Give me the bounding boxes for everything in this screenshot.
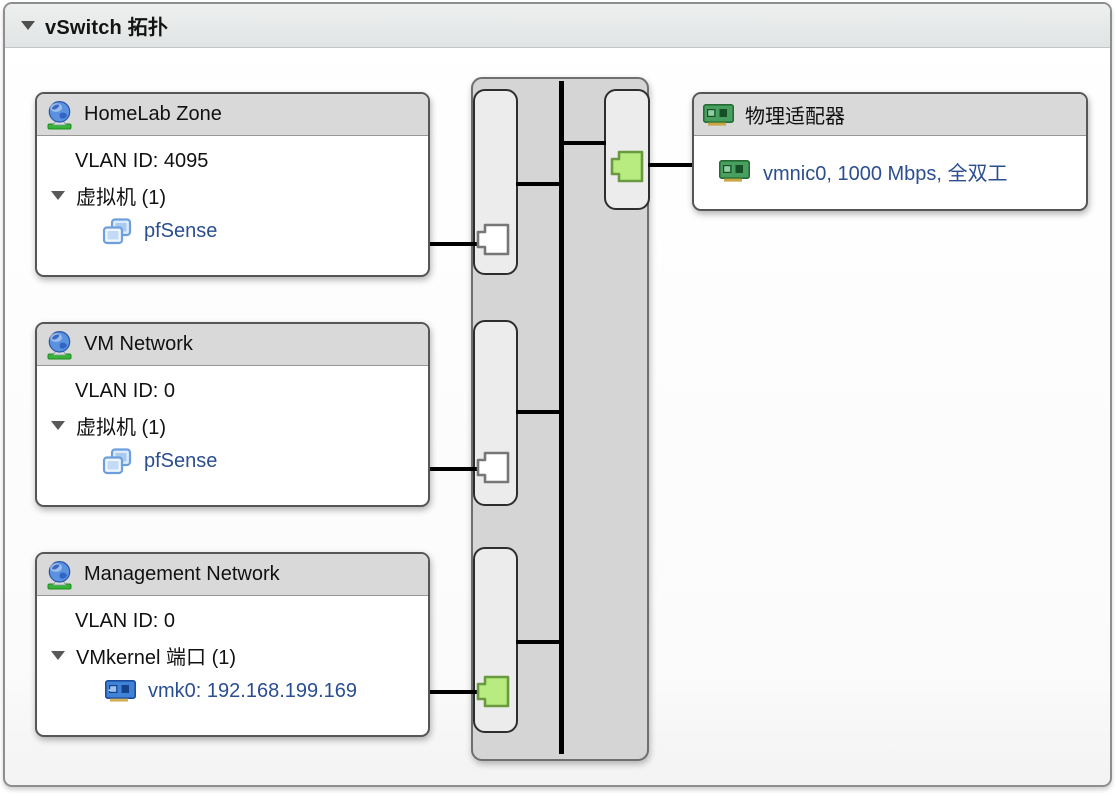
port-slot-management xyxy=(473,547,518,733)
port-group-name: VM Network xyxy=(84,333,193,355)
vswitch-bus xyxy=(559,81,564,754)
physical-nic-icon xyxy=(703,103,734,126)
port-group-globe-icon xyxy=(47,330,72,359)
expand-triangle-icon[interactable] xyxy=(51,190,65,200)
vlan-id-label: VLAN ID: 4095 xyxy=(75,149,209,172)
vm-icon xyxy=(102,447,132,474)
vmkernel-adapter-icon xyxy=(105,680,136,702)
port-group-header: Management Network xyxy=(37,554,428,596)
link-line-vmnetwork-bus xyxy=(516,410,561,414)
vmk0-link[interactable]: vmk0: 192.168.199.169 xyxy=(148,679,358,702)
connector-icon-management xyxy=(475,674,511,709)
physical-adapters-header: 物理适配器 xyxy=(694,94,1086,136)
port-group-box-management: Management Network VLAN ID: 0 VMkernel 端… xyxy=(35,552,430,737)
port-slot-uplink xyxy=(604,89,650,210)
link-line-bus-uplink xyxy=(562,141,606,145)
link-line-management-bus xyxy=(516,640,561,644)
physical-adapters-box: 物理适配器 vmnic0, 1000 Mbps, 全双工 xyxy=(692,92,1088,211)
port-group-body: VLAN ID: 0 虚拟机 (1) pfSense xyxy=(37,366,428,480)
link-line-management-port xyxy=(426,690,478,694)
link-line-uplink-adapter xyxy=(648,163,693,167)
panel-collapse-header[interactable]: vSwitch 拓扑 xyxy=(5,4,1110,48)
collapse-triangle-icon[interactable] xyxy=(21,21,35,30)
physical-nic-icon xyxy=(719,160,750,182)
link-line-homelab-bus xyxy=(516,182,561,186)
connector-icon-uplink xyxy=(609,149,645,184)
expand-triangle-icon[interactable] xyxy=(51,420,65,430)
physical-adapters-title: 物理适配器 xyxy=(745,106,845,128)
physical-adapter-row: vmnic0, 1000 Mbps, 全双工 xyxy=(694,136,1086,206)
link-line-homelab-port xyxy=(426,242,478,246)
port-group-globe-icon xyxy=(47,100,72,129)
vm-link-pfsense[interactable]: pfSense xyxy=(144,449,218,472)
port-group-name: HomeLab Zone xyxy=(84,103,222,125)
vmkernel-group-label: VMkernel 端口 (1) xyxy=(76,646,237,669)
link-line-vmnetwork-port xyxy=(426,467,478,471)
connector-icon-homelab xyxy=(475,222,511,257)
port-group-header: VM Network xyxy=(37,324,428,366)
vm-icon xyxy=(102,217,132,244)
port-group-box-homelab: HomeLab Zone VLAN ID: 4095 虚拟机 (1) pfSen… xyxy=(35,92,430,277)
port-group-body: VLAN ID: 0 VMkernel 端口 (1) vmk0: 192.168… xyxy=(37,596,428,710)
vm-link-pfsense[interactable]: pfSense xyxy=(144,219,218,242)
port-group-globe-icon xyxy=(47,560,72,589)
vswitch-topology-panel: vSwitch 拓扑 xyxy=(3,2,1112,787)
vlan-id-label: VLAN ID: 0 xyxy=(75,609,176,632)
vm-group-label: 虚拟机 (1) xyxy=(76,416,166,439)
port-group-name: Management Network xyxy=(84,563,280,585)
vm-group-label: 虚拟机 (1) xyxy=(76,186,166,209)
port-group-box-vmnetwork: VM Network VLAN ID: 0 虚拟机 (1) pfSense xyxy=(35,322,430,507)
panel-title: vSwitch 拓扑 xyxy=(45,17,169,39)
connector-icon-vmnetwork xyxy=(475,450,511,485)
port-group-header: HomeLab Zone xyxy=(37,94,428,136)
port-group-body: VLAN ID: 4095 虚拟机 (1) pfSense xyxy=(37,136,428,250)
vmnic0-link[interactable]: vmnic0, 1000 Mbps, 全双工 xyxy=(763,162,1008,185)
expand-triangle-icon[interactable] xyxy=(51,650,65,660)
vlan-id-label: VLAN ID: 0 xyxy=(75,379,176,402)
